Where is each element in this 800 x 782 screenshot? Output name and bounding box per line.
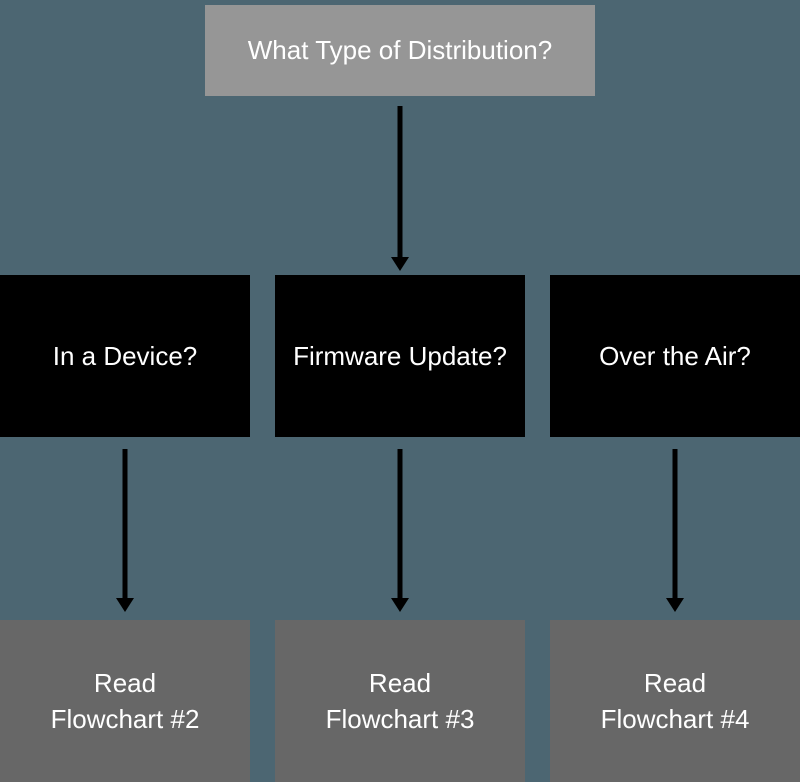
outcome-box-flowchart-4: Read Flowchart #4 [550, 620, 800, 782]
decision-label-firmware-update: Firmware Update? [293, 340, 507, 371]
outcome-box-flowchart-2: Read Flowchart #2 [0, 620, 250, 782]
decision-label-in-a-device: In a Device? [52, 340, 198, 371]
arrow-head-icon [666, 598, 684, 612]
outcome-label-flowchart-4: Read Flowchart #4 [600, 667, 750, 734]
arrow-root-to-firmware-update [391, 106, 409, 271]
arrow-shaft [397, 106, 403, 259]
arrow-in-a-device-to-flowchart-2 [116, 449, 134, 612]
decision-box-in-a-device: In a Device? [0, 275, 250, 437]
arrow-shaft [122, 449, 128, 600]
arrow-head-icon [116, 598, 134, 612]
arrow-head-icon [391, 598, 409, 612]
arrow-head-icon [391, 257, 409, 271]
outcome-label-flowchart-3: Read Flowchart #3 [325, 667, 475, 734]
arrow-over-the-air-to-flowchart-4 [666, 449, 684, 612]
arrow-shaft [672, 449, 678, 600]
root-question-box: What Type of Distribution? [205, 5, 595, 96]
decision-label-over-the-air: Over the Air? [599, 340, 751, 371]
decision-box-over-the-air: Over the Air? [550, 275, 800, 437]
root-question-label: What Type of Distribution? [247, 35, 553, 66]
arrow-firmware-update-to-flowchart-3 [391, 449, 409, 612]
outcome-label-flowchart-2: Read Flowchart #2 [50, 667, 200, 734]
outcome-box-flowchart-3: Read Flowchart #3 [275, 620, 525, 782]
decision-box-firmware-update: Firmware Update? [275, 275, 525, 437]
arrow-shaft [397, 449, 403, 600]
